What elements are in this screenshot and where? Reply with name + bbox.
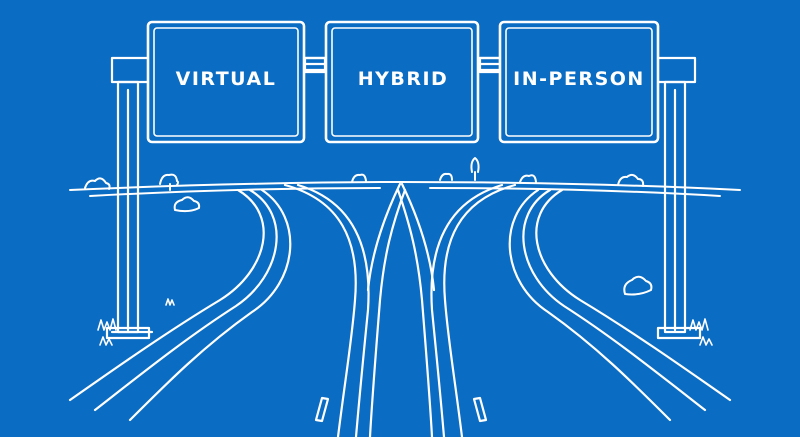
sign-panel-hybrid xyxy=(324,20,480,144)
left-sign-post xyxy=(105,56,154,340)
center-left-road xyxy=(283,182,407,437)
horizon-line xyxy=(69,181,741,197)
sign-panels xyxy=(146,20,660,144)
sign-label-in-person: IN-PERSON xyxy=(513,68,645,90)
sign-panel-in-person xyxy=(498,20,660,144)
sign-label-hybrid: HYBRID xyxy=(357,68,449,90)
sign-panel-virtual xyxy=(146,20,306,144)
sign-label-virtual: VIRTUAL xyxy=(175,68,277,90)
center-right-road xyxy=(396,182,517,437)
grass-tufts xyxy=(97,298,713,346)
left-exit-road xyxy=(68,188,292,422)
right-sign-post xyxy=(653,56,702,340)
right-exit-road xyxy=(508,188,732,422)
bushes xyxy=(84,157,653,296)
